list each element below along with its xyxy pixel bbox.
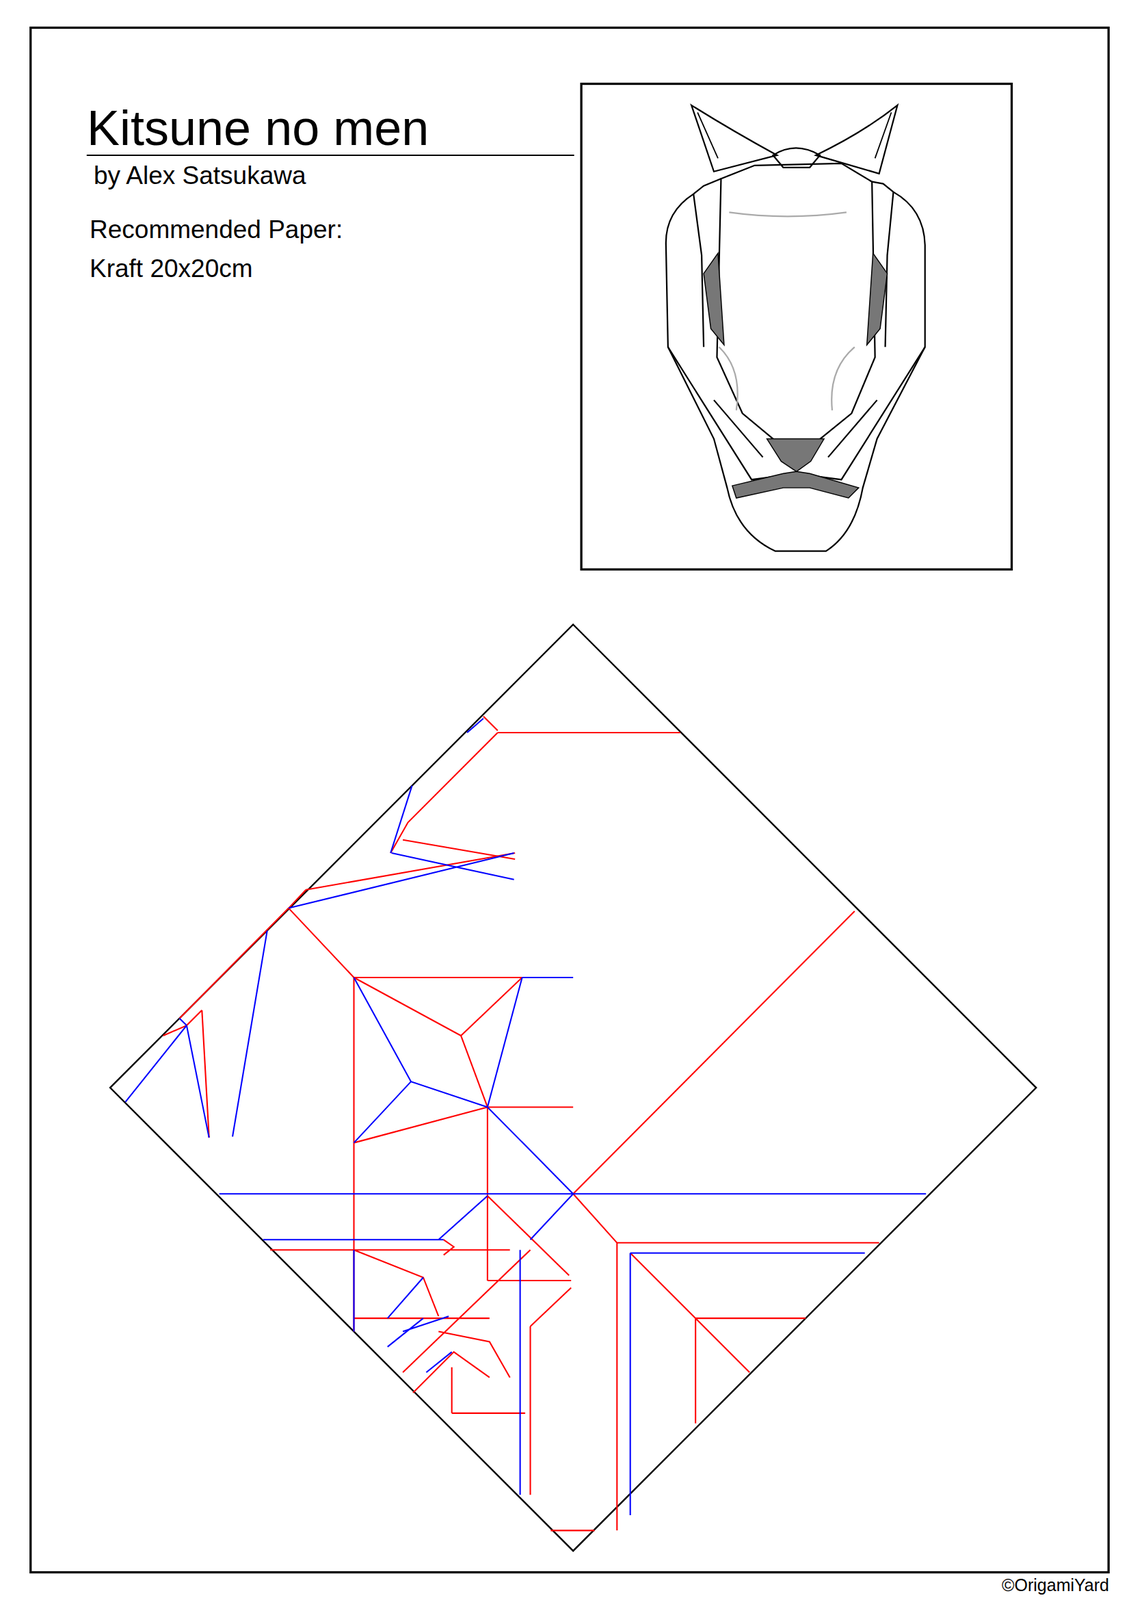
ear-fold: [697, 112, 718, 158]
text-label: Kraft 20x20cm: [89, 254, 254, 284]
ear-fold: [875, 112, 892, 158]
shading-line: [728, 211, 847, 217]
mask-illustration: [581, 84, 1012, 570]
mountain-crease: [550, 1193, 879, 1530]
side-fold: [693, 192, 894, 348]
valley-crease: [219, 977, 927, 1194]
text-label: ©OrigamiYard: [1001, 1574, 1110, 1595]
left-ear: [691, 105, 777, 172]
valley-crease: [263, 1193, 866, 1515]
title: Kitsune no men: [86, 99, 429, 157]
shadow: [867, 253, 888, 345]
cheek-band: [668, 346, 926, 480]
shadow: [703, 253, 725, 345]
mouth: [732, 471, 859, 498]
mountain-crease: [354, 910, 855, 1331]
text-label: by Alex Satsukawa: [93, 161, 307, 191]
paper-square: [110, 624, 1036, 1551]
side-fold: [693, 178, 894, 194]
mountain-crease: [163, 715, 681, 1138]
mountain-crease: [270, 1195, 571, 1495]
text-label: Recommended Paper:: [89, 215, 343, 245]
page-border: [30, 27, 1109, 1572]
crease-pattern: [110, 624, 1036, 1551]
nose: [767, 438, 825, 472]
shading-line: [718, 346, 855, 410]
forehead-panel: [716, 163, 875, 450]
valley-crease: [125, 717, 514, 1138]
mask-outline: [666, 192, 926, 552]
illustration-frame: [581, 84, 1012, 570]
